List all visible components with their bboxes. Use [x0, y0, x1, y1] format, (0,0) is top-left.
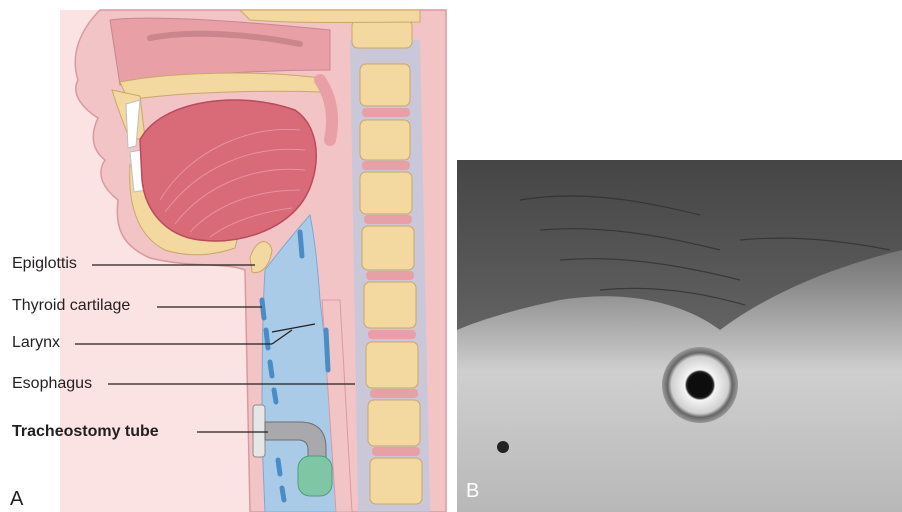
label-larynx: Larynx: [12, 334, 60, 352]
skin-mark: [497, 441, 509, 453]
label-epiglottis: Epiglottis: [12, 255, 77, 273]
stoma-opening: [688, 373, 712, 397]
label-tracheostomy-tube: Tracheostomy tube: [12, 423, 159, 441]
panel-letter-a: A: [10, 488, 23, 510]
panel-letter-b: B: [466, 480, 479, 502]
label-thyroid-cartilage: Thyroid cartilage: [12, 297, 130, 315]
label-esophagus: Esophagus: [12, 375, 92, 393]
